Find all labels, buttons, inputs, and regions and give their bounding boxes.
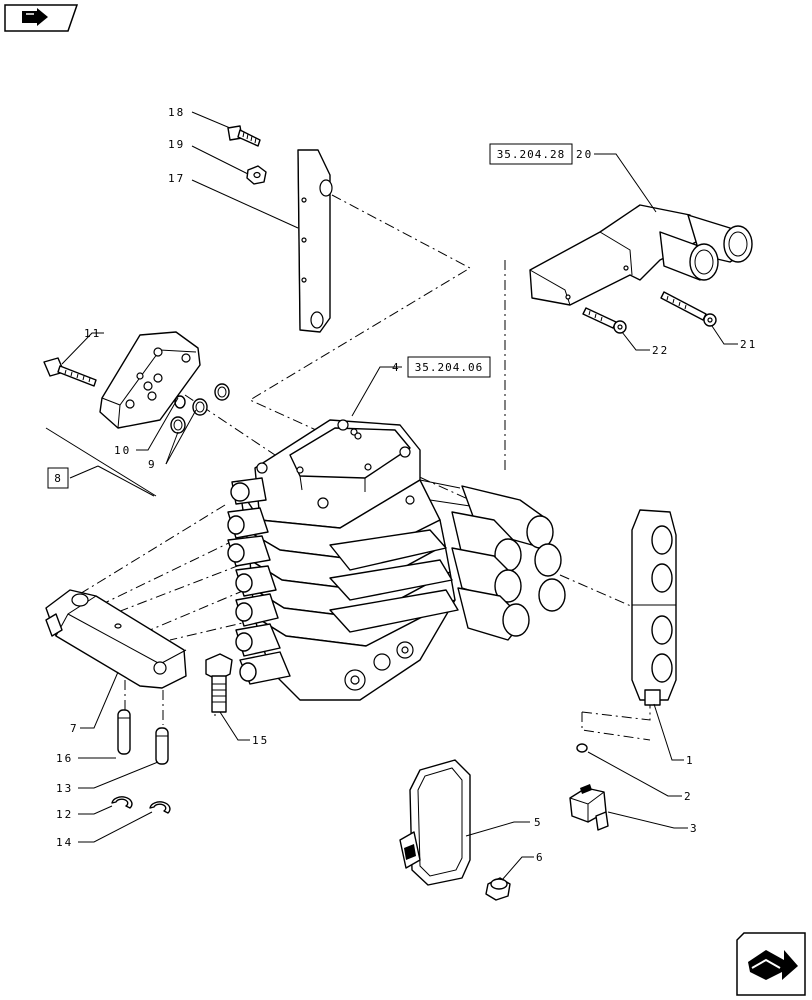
callout-21: 21 [740,338,757,351]
callout-17: 17 [168,172,185,185]
callout-13: 13 [56,782,73,795]
valve-couplers [451,485,566,641]
part-3-connector [569,784,609,831]
part-12-clip [111,796,133,809]
part-4-control-valve [227,419,566,701]
part-11-bolt [43,357,97,387]
callout-5: 5 [534,816,543,829]
ref-box-8[interactable]: 8 [47,467,69,489]
callout-15: 15 [252,734,269,747]
part-19-nut [246,165,267,185]
callout-19: 19 [168,138,185,151]
construction-lines [69,194,651,741]
callout-16: 16 [56,752,73,765]
part-7-lever-bracket [45,589,187,689]
part-20-coupler-b [659,231,719,281]
callout-9: 9 [148,458,157,471]
part-9-o-rings [170,383,230,434]
callout-4: 4 [392,361,401,374]
part-17-bracket [297,149,333,333]
part-20-manifold [529,204,753,306]
part-22-bolt [582,307,627,334]
callout-2: 2 [684,790,693,803]
callout-14: 14 [56,836,73,849]
leader-lines [45,111,738,881]
callout-3: 3 [690,822,699,835]
part-21-bolt [660,291,717,327]
part-10-cover-plate [99,331,201,429]
callout-1: 1 [686,754,695,767]
top-nav-button[interactable] [4,4,78,32]
next-page-arrow-icon [748,950,798,980]
callout-11: 11 [84,327,101,340]
callout-6: 6 [536,851,545,864]
ref-box-35-204-28-label: 35.204.28 [497,148,566,161]
back-arrow-icon [22,8,48,26]
callout-7: 7 [70,722,79,735]
part-14-clip [149,801,171,814]
part-6-plug [485,877,511,901]
part-15-bolt [205,653,233,713]
ref-box-35-204-06[interactable]: 35.204.06 [407,356,491,378]
ref-box-35-204-28[interactable]: 35.204.28 [489,143,573,165]
part-18-screw [227,125,261,147]
bottom-nav-button[interactable] [736,932,806,996]
callout-10: 10 [114,444,131,457]
part-5-cover [399,759,471,886]
part-1-coupler-housing [631,509,677,706]
callout-22: 22 [652,344,669,357]
callout-12: 12 [56,808,73,821]
ref-box-35-204-06-label: 35.204.06 [415,361,484,374]
callout-labels: 18 19 17 20 21 22 11 4 10 9 7 16 13 12 1… [56,106,757,864]
part-13-pin [155,727,169,765]
callout-20: 20 [576,148,593,161]
part-16-pin [117,709,131,755]
ref-box-8-label: 8 [54,472,62,485]
callout-18: 18 [168,106,185,119]
part-2-o-ring [576,743,588,753]
spool-ends [227,477,291,685]
